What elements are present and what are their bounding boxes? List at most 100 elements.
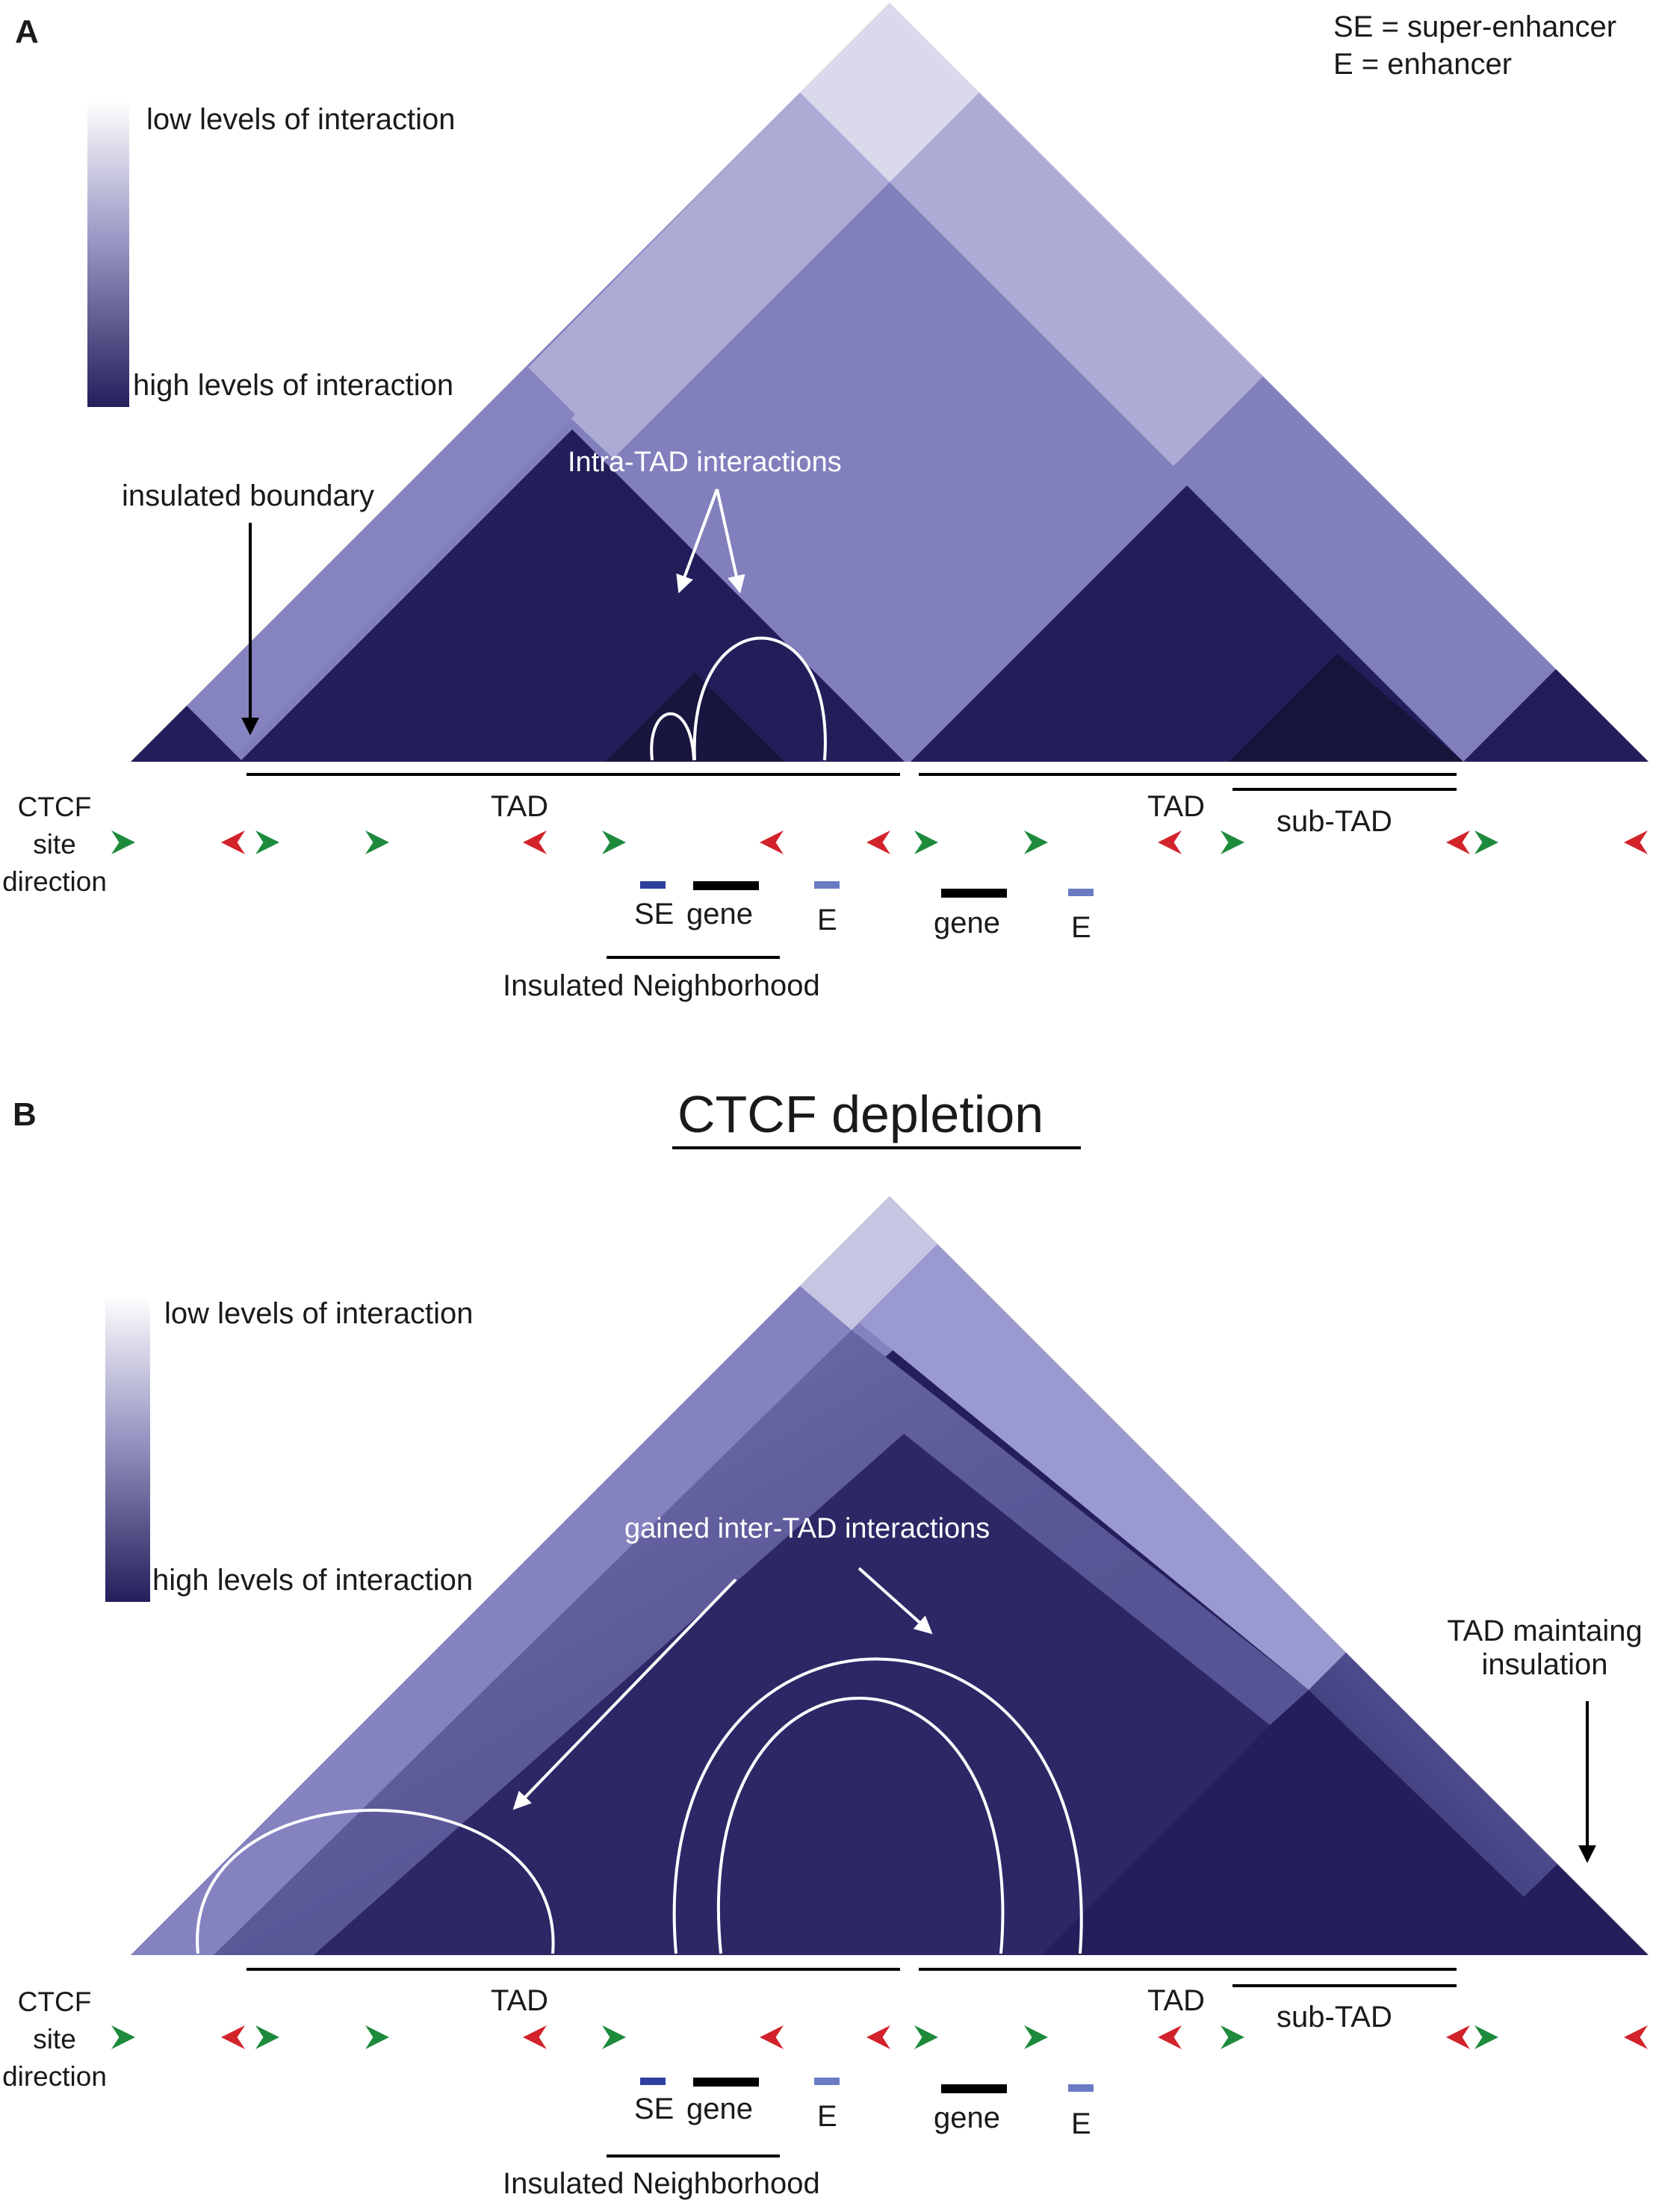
tad-inner-block	[605, 672, 784, 762]
intra-tad-label: Intra-TAD interactions	[568, 447, 842, 478]
loop-large	[692, 636, 827, 761]
loop-inter-tad-2	[672, 1657, 1083, 1954]
tad-merged-block	[314, 1434, 1270, 1955]
ctcf-forward-arrow-icon	[255, 2025, 279, 2049]
tad-maintaining-label: TAD maintaing insulation	[1447, 1615, 1643, 1681]
e-label: E	[1071, 911, 1091, 944]
tad-edge-block	[131, 706, 243, 762]
tad-left-label: TAD	[491, 1984, 549, 2017]
e-mark	[814, 881, 840, 889]
ctcf-forward-arrow-icon	[602, 830, 626, 854]
legend-gradient-a	[87, 101, 129, 407]
ctcf-forward-arrow-icon	[602, 2025, 626, 2049]
ctcf-reverse-arrow-icon	[523, 2025, 547, 2049]
ctcf-reverse-arrow-icon	[523, 830, 547, 854]
gene-mark	[941, 2084, 1007, 2093]
gene-label: gene	[686, 898, 753, 931]
e-mark	[1068, 889, 1094, 896]
ctcf-reverse-arrow-icon	[221, 2025, 245, 2049]
sub-tad-label: sub-TAD	[1277, 805, 1392, 838]
loop-inter-tad-1	[196, 1809, 555, 1954]
heatmap-top-cell	[800, 1196, 937, 1330]
heatmap-outer-band-left	[131, 1196, 973, 1955]
legend-high-label: high levels of interaction	[133, 369, 454, 402]
e-mark	[1068, 2084, 1094, 2092]
ctcf-reverse-arrow-icon	[221, 830, 245, 854]
gene-mark	[693, 2078, 759, 2087]
panel-a-genomic-elements	[640, 881, 1094, 898]
tad-left-label: TAD	[491, 790, 549, 823]
sub-tad-block	[1229, 653, 1463, 762]
panel-b-tad-lines	[246, 1968, 1457, 2157]
panel-a-ctcf-sites	[111, 830, 1648, 854]
ctcf-forward-arrow-icon	[111, 830, 135, 854]
gene-label: gene	[686, 2093, 753, 2125]
legend-low-label: low levels of interaction	[146, 103, 456, 136]
panel-letter-b: B	[13, 1096, 37, 1133]
ctcf-forward-arrow-icon	[1221, 2025, 1244, 2049]
gene-label: gene	[934, 2101, 1000, 2134]
heatmap-left-band	[523, 93, 890, 459]
ctcf-forward-arrow-icon	[365, 830, 389, 854]
panel-b-interaction-heatmap	[131, 1196, 1649, 1955]
se-label: SE	[634, 898, 674, 931]
sub-tad-label: sub-TAD	[1277, 2001, 1392, 2034]
panel-a-interaction-heatmap	[131, 3, 1649, 762]
abbrev-e: E = enhancer	[1333, 48, 1513, 81]
panel-b-ctcf-sites	[111, 2025, 1648, 2049]
ctcf-forward-arrow-icon	[1221, 830, 1244, 854]
ctcf-reverse-arrow-icon	[760, 830, 784, 854]
ctcf-forward-arrow-icon	[255, 830, 279, 854]
ctcf-forward-arrow-icon	[111, 2025, 135, 2049]
panel-b-title: CTCF depletion	[677, 1085, 1044, 1143]
insulated-neighborhood-label: Insulated Neighborhood	[503, 969, 820, 1002]
gained-interaction-arrow-right	[857, 1567, 933, 1635]
ctcf-forward-arrow-icon	[1024, 2025, 1048, 2049]
ctcf-reverse-arrow-icon	[1158, 2025, 1182, 2049]
gene-label: gene	[934, 907, 1000, 939]
ctcf-reverse-arrow-icon	[1624, 2025, 1648, 2049]
ctcf-forward-arrow-icon	[1474, 830, 1498, 854]
heatmap-right-band	[859, 1244, 1346, 1690]
tad-far-right-block	[1463, 669, 1649, 762]
panel-a-tad-lines	[246, 773, 1457, 959]
tad-right-label: TAD	[1147, 1984, 1206, 2017]
e-mark	[814, 2078, 840, 2085]
panel-b-genomic-elements	[640, 2078, 1094, 2093]
gained-interaction-arrow-left	[512, 1578, 737, 1810]
loop-small	[650, 712, 695, 761]
insulated-boundary-label: insulated boundary	[122, 479, 375, 512]
ctcf-reverse-arrow-icon	[760, 2025, 784, 2049]
ctcf-reverse-arrow-icon	[1624, 830, 1648, 854]
intra-tad-arrow-left	[676, 488, 719, 594]
ctcf-reverse-arrow-icon	[1446, 830, 1470, 854]
ctcf-forward-arrow-icon	[914, 2025, 938, 2049]
ctcf-legend-label: CTCF site direction	[2, 1986, 107, 2092]
abbrev-se: SE = super-enhancer	[1333, 10, 1617, 43]
gained-inter-tad-label: gained inter-TAD interactions	[624, 1513, 990, 1544]
e-label: E	[1071, 2107, 1091, 2140]
tad-left-block	[240, 429, 905, 762]
loop-inter-tad-3	[716, 1697, 1005, 1954]
legend-low-label: low levels of interaction	[164, 1297, 474, 1330]
gene-mark	[941, 889, 1007, 898]
e-label: E	[817, 2100, 837, 2133]
gene-mark	[693, 881, 759, 890]
e-label: E	[817, 904, 837, 936]
ctcf-reverse-arrow-icon	[866, 830, 890, 854]
se-mark	[640, 2078, 666, 2085]
heatmap-edge-strip	[187, 366, 575, 754]
legend-high-label: high levels of interaction	[152, 1564, 474, 1597]
ctcf-reverse-arrow-icon	[1446, 2025, 1470, 2049]
ctcf-forward-arrow-icon	[365, 2025, 389, 2049]
se-mark	[640, 881, 666, 889]
ctcf-forward-arrow-icon	[1474, 2025, 1498, 2049]
ctcf-reverse-arrow-icon	[866, 2025, 890, 2049]
panel-letter-a: A	[15, 13, 39, 50]
ctcf-legend-label: CTCF site direction	[2, 792, 107, 897]
heatmap-right-band	[890, 93, 1263, 466]
ctcf-forward-arrow-icon	[914, 830, 938, 854]
intra-tad-arrow-right	[716, 488, 745, 594]
se-label: SE	[634, 2093, 674, 2125]
